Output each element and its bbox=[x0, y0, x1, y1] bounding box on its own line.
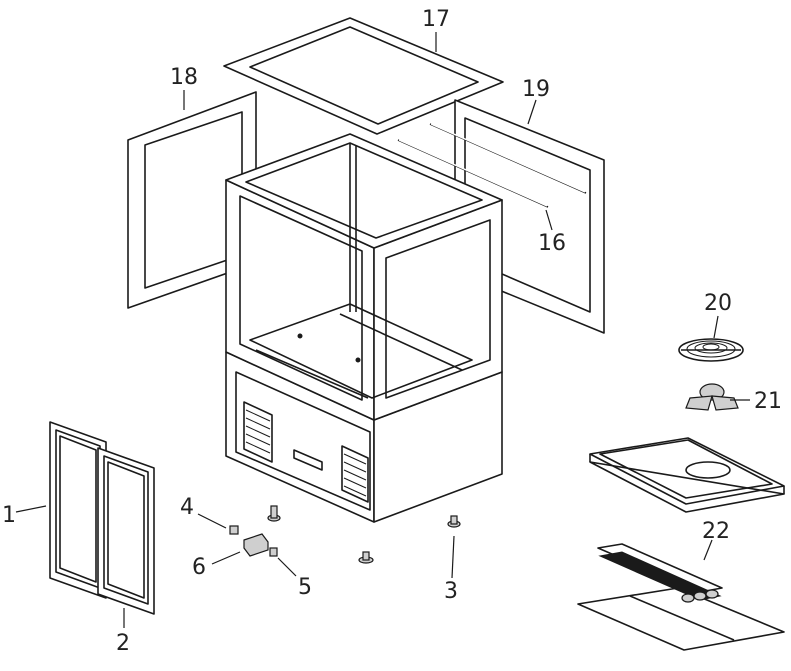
part-4-clip bbox=[229, 525, 239, 535]
part-16-rails bbox=[397, 123, 587, 208]
front-vent-right bbox=[341, 445, 369, 503]
callout-1: 1 bbox=[2, 503, 16, 528]
part-17-top-glass bbox=[223, 17, 504, 135]
callout-17: 17 bbox=[422, 7, 450, 32]
callout-6: 6 bbox=[192, 555, 206, 580]
leader-lines bbox=[15, 32, 750, 628]
main-cabinet bbox=[225, 133, 503, 523]
part-21-fan-motor bbox=[685, 383, 739, 411]
callout-20: 20 bbox=[704, 291, 732, 316]
callout-3: 3 bbox=[444, 579, 458, 604]
callout-16: 16 bbox=[538, 231, 566, 256]
part-22-condenser bbox=[577, 543, 785, 651]
part-1-2-glass-doors bbox=[49, 421, 155, 615]
unit-tray bbox=[589, 437, 785, 513]
part-6-controller bbox=[243, 533, 269, 557]
callout-5: 5 bbox=[298, 575, 312, 600]
part-5-clip bbox=[269, 547, 278, 557]
callout-19: 19 bbox=[522, 77, 550, 102]
callout-18: 18 bbox=[170, 65, 198, 90]
control-panel-display bbox=[293, 449, 323, 471]
condenser-coil-loops bbox=[681, 589, 719, 603]
callout-labels: 17 18 19 16 20 21 22 1 2 3 4 6 5 bbox=[2, 7, 782, 656]
part-20-fan-guard bbox=[678, 338, 744, 362]
part-3-feet bbox=[267, 505, 461, 564]
callout-4: 4 bbox=[180, 495, 194, 520]
callout-21: 21 bbox=[754, 389, 782, 414]
callout-22: 22 bbox=[702, 519, 730, 544]
callout-2: 2 bbox=[116, 631, 130, 656]
front-vent-left bbox=[243, 401, 273, 463]
